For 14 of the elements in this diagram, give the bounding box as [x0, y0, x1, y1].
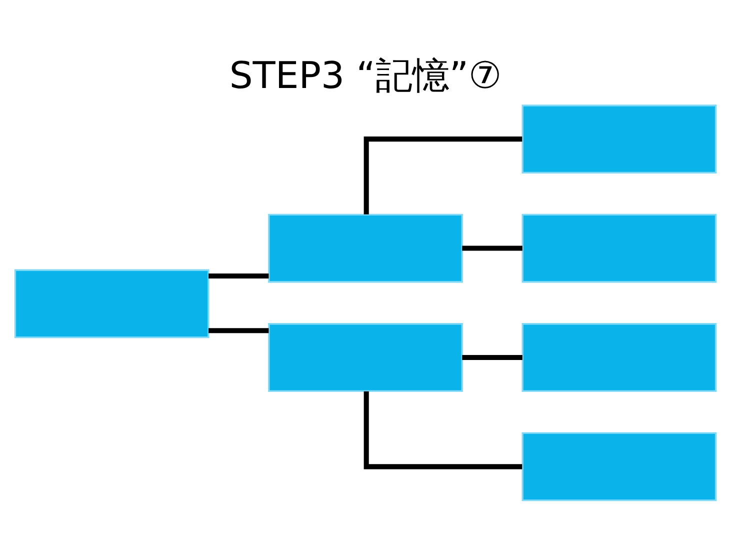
node-box: [522, 213, 717, 282]
node-box: [522, 104, 717, 174]
connector: [208, 328, 269, 333]
node-box: [268, 322, 463, 392]
connector: [364, 136, 522, 214]
connector: [208, 272, 269, 278]
connector: [462, 245, 522, 250]
node-box: [14, 268, 210, 338]
node-box: [522, 432, 717, 501]
connector: [364, 390, 522, 469]
diagram-title: STEP3 “記憶”⑦: [229, 54, 502, 97]
node-box: [522, 322, 717, 392]
connector: [462, 354, 522, 360]
node-box: [268, 213, 463, 282]
